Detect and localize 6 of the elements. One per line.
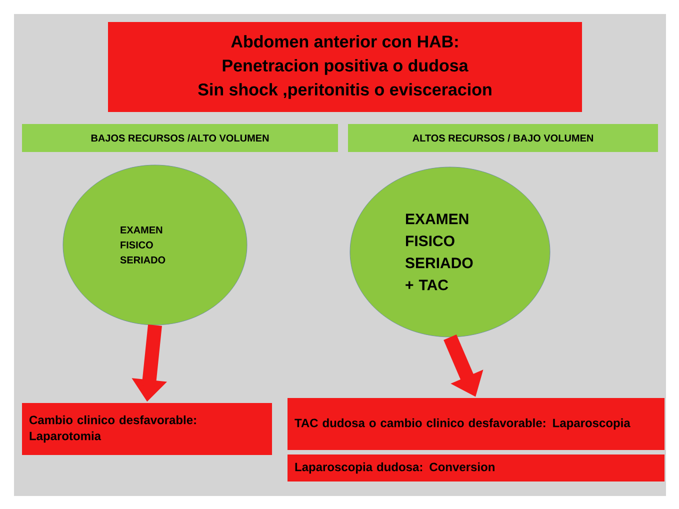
- outcome-box: Laparoscopia dudosa: Conversion: [288, 454, 664, 482]
- heading-box: Abdomen anterior con HAB: Penetracion positiva o dudosa Sin shock ,peritonitis o evisceracion: [108, 22, 582, 112]
- outcome-box: TAC dudosa o cambio clinico desfavorable: Laparoscopia: [288, 398, 664, 450]
- category-band: BAJOS RECURSOS /ALTO VOLUMEN: [22, 124, 338, 152]
- category-band: ALTOS RECURSOS / BAJO VOLUMEN: [348, 124, 658, 152]
- outcome-box: Cambio clinico desfavorable: Laparotomia: [22, 403, 272, 455]
